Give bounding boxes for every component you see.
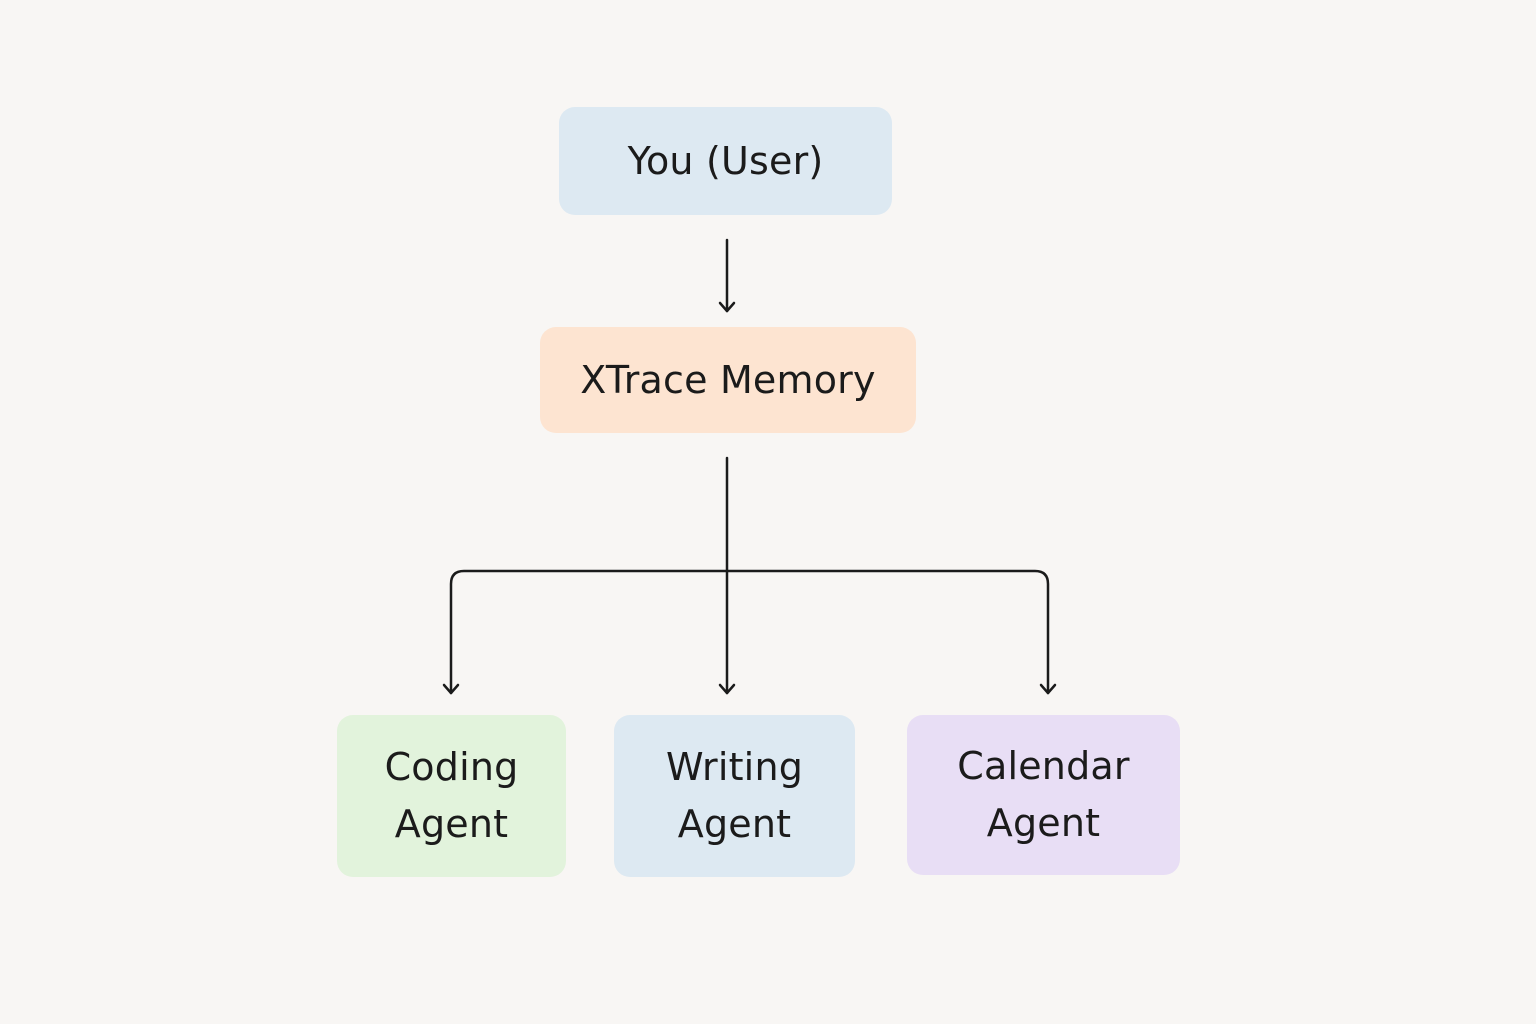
coding-agent-label-line1: Coding xyxy=(384,745,519,789)
writing-agent-label-line2: Agent xyxy=(677,802,792,846)
coding-agent-label-line2: Agent xyxy=(394,802,509,846)
edge-memory-to-calendar xyxy=(1039,683,1057,695)
edge-user-to-memory xyxy=(718,238,736,313)
calendar-agent-node: Calendar Agent xyxy=(907,715,1180,875)
writing-agent-label-line1: Writing xyxy=(665,745,804,789)
writing-agent-node: Writing Agent xyxy=(614,715,855,877)
edge-memory-trunk xyxy=(449,456,1050,695)
coding-agent-node: Coding Agent xyxy=(337,715,566,877)
calendar-agent-label-line1: Calendar xyxy=(957,744,1130,788)
edge-memory-to-writing xyxy=(718,569,736,695)
user-node-label: You (User) xyxy=(627,138,824,183)
xtrace-memory-node: XTrace Memory xyxy=(540,327,916,433)
edge-memory-to-coding xyxy=(442,683,460,695)
user-node: You (User) xyxy=(559,107,892,215)
calendar-agent-label-line2: Agent xyxy=(986,801,1101,845)
memory-node-label: XTrace Memory xyxy=(580,357,876,402)
